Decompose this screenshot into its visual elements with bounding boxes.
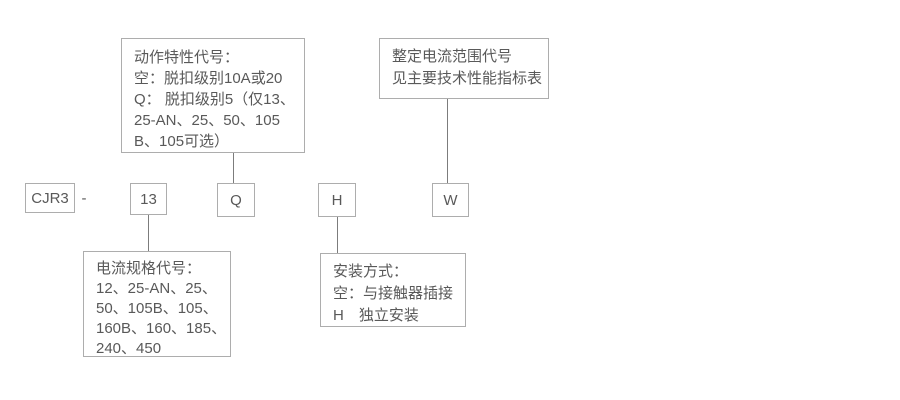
- model-separator: -: [81, 189, 87, 207]
- callout-text-line: 50、105B、105、: [96, 300, 218, 317]
- callout-text-line: 25-AN、25、50、105: [134, 112, 280, 129]
- model-prefix-label: CJR3: [31, 189, 69, 207]
- mounting-code-box: H: [318, 183, 356, 217]
- callout-text-line: B、105可选）: [134, 133, 230, 150]
- connector-action-characteristic: [233, 153, 234, 183]
- current-spec-code-label: 13: [140, 190, 157, 208]
- callout-text-line: 安装方式：: [333, 263, 409, 280]
- callout-text-line: 12、25-AN、25、: [96, 280, 217, 297]
- connector-current-spec: [148, 215, 149, 251]
- action-characteristic-callout: 动作特性代号： 空：脱扣级别10A或20 Q： 脱扣级别5（仅13、 25-AN…: [121, 38, 305, 153]
- callout-text-line: 空：脱扣级别10A或20: [134, 70, 283, 87]
- mounting-code-label: H: [331, 191, 343, 209]
- current-spec-code-box: 13: [130, 183, 167, 215]
- callout-text-line: 见主要技术性能指标表: [392, 70, 543, 87]
- callout-text-line: H 独立安装: [333, 307, 419, 324]
- action-characteristic-code-box: Q: [217, 183, 255, 217]
- setting-current-range-code-label: W: [443, 191, 458, 209]
- action-characteristic-code-label: Q: [230, 191, 242, 209]
- connector-mounting-method: [337, 217, 338, 253]
- callout-text-line: Q： 脱扣级别5（仅13、: [134, 91, 295, 108]
- current-spec-callout: 电流规格代号： 12、25-AN、25、 50、105B、105、 160B、1…: [83, 251, 231, 357]
- setting-current-range-code-box: W: [432, 183, 469, 217]
- callout-text-line: 整定电流范围代号: [392, 48, 513, 65]
- setting-current-range-callout: 整定电流范围代号 见主要技术性能指标表: [379, 38, 549, 99]
- callout-text-line: 动作特性代号：: [134, 49, 240, 66]
- connector-setting-current-range: [447, 99, 448, 183]
- callout-text-line: 空：与接触器插接: [333, 285, 454, 302]
- callout-text-line: 160B、160、185、: [96, 320, 227, 337]
- mounting-method-callout: 安装方式： 空：与接触器插接 H 独立安装: [320, 253, 466, 327]
- callout-text-line: 240、450: [96, 340, 162, 357]
- callout-text-line: 电流规格代号：: [96, 260, 202, 277]
- model-prefix-box: CJR3: [25, 183, 75, 213]
